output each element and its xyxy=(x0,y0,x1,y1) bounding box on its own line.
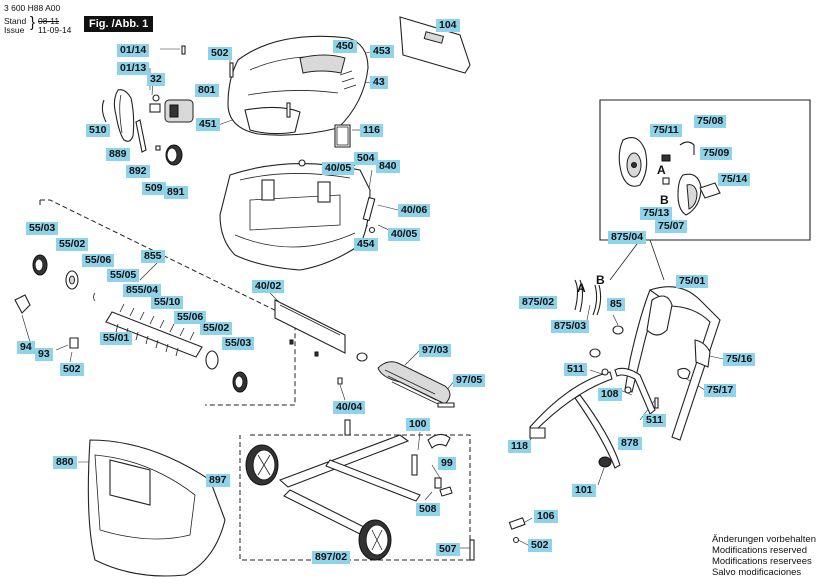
label-75-07: 75/07 xyxy=(655,220,688,233)
stand-label: Stand xyxy=(4,16,27,26)
label-55-10: 55/10 xyxy=(151,296,184,309)
brace: } xyxy=(30,14,36,31)
label-55-06-top: 55/06 xyxy=(82,254,115,267)
motor-group xyxy=(101,45,194,166)
note-es: Salvo modificaciones xyxy=(711,567,802,578)
label-897: 897 xyxy=(206,474,230,487)
letter-b-inset: B xyxy=(660,193,669,207)
label-897-02: 897/02 xyxy=(312,551,351,564)
label-55-02-bottom: 55/02 xyxy=(200,322,233,335)
rear-roller-group xyxy=(274,299,455,408)
label-450: 450 xyxy=(333,40,357,53)
label-43: 43 xyxy=(370,76,388,89)
label-40-02: 40/02 xyxy=(252,280,285,293)
label-01-13: 01/13 xyxy=(117,62,150,75)
letter-b-cable: B xyxy=(596,273,605,287)
grass-box xyxy=(87,439,226,577)
label-32: 32 xyxy=(147,73,165,86)
label-855: 855 xyxy=(141,250,165,263)
label-75-16: 75/16 xyxy=(723,353,756,366)
label-75-17: 75/17 xyxy=(704,384,737,397)
label-509: 509 xyxy=(142,182,166,195)
modification-notes: Änderungen vorbehalten Modifications res… xyxy=(712,534,816,578)
label-97-03: 97/03 xyxy=(419,344,452,357)
label-875-02: 875/02 xyxy=(519,296,558,309)
letter-a-inset: A xyxy=(657,163,666,177)
label-502-right: 502 xyxy=(528,539,552,552)
label-75-09: 75/09 xyxy=(700,147,733,160)
label-891: 891 xyxy=(164,186,188,199)
label-97-05: 97/05 xyxy=(453,374,486,387)
label-55-01: 55/01 xyxy=(100,332,133,345)
label-502-top: 502 xyxy=(208,47,232,60)
label-510: 510 xyxy=(86,124,110,137)
label-94: 94 xyxy=(17,341,35,354)
label-100: 100 xyxy=(406,418,430,431)
note-fr: Modifications reservees xyxy=(711,556,812,567)
label-507: 507 xyxy=(436,543,460,556)
issue-date: 11-09-14 xyxy=(38,25,72,35)
label-55-03-bottom: 55/03 xyxy=(222,337,255,350)
label-99: 99 xyxy=(438,457,456,470)
deck-chassis xyxy=(219,159,376,271)
label-75-01: 75/01 xyxy=(676,275,709,288)
axle-frame xyxy=(239,419,475,561)
label-855-04: 855/04 xyxy=(123,284,162,297)
note-en: Modifications reserved xyxy=(711,545,807,556)
housing-cover xyxy=(227,16,471,148)
label-892: 892 xyxy=(126,165,150,178)
issue-label: Issue xyxy=(4,25,25,35)
roller-frame xyxy=(14,199,296,406)
switch-inset xyxy=(599,99,811,281)
label-453: 453 xyxy=(370,45,394,58)
label-55-03-top: 55/03 xyxy=(26,222,59,235)
figure-tag: Fig. /Abb. 1 xyxy=(84,16,154,32)
label-75-14: 75/14 xyxy=(718,173,751,186)
label-875-04: 875/04 xyxy=(608,231,647,244)
label-116: 116 xyxy=(360,124,383,137)
label-40-06: 40/06 xyxy=(398,204,431,217)
label-75-13: 75/13 xyxy=(640,207,673,220)
label-504: 504 xyxy=(354,152,378,165)
label-451: 451 xyxy=(196,118,220,131)
label-889: 889 xyxy=(106,148,130,161)
label-101: 101 xyxy=(572,484,596,497)
label-75-11: 75/11 xyxy=(650,124,682,137)
label-40-04: 40/04 xyxy=(333,401,366,414)
label-85: 85 xyxy=(607,298,625,311)
label-01-14: 01/14 xyxy=(117,44,150,57)
label-104: 104 xyxy=(436,19,460,32)
label-93: 93 xyxy=(35,348,53,361)
label-108: 108 xyxy=(598,388,622,401)
label-502-left: 502 xyxy=(60,363,84,376)
letter-a-cable: A xyxy=(577,281,586,295)
label-511-right: 511 xyxy=(643,414,666,427)
label-40-05-lower: 40/05 xyxy=(388,228,421,241)
label-840: 840 xyxy=(376,160,400,173)
label-106: 106 xyxy=(534,510,558,523)
label-878: 878 xyxy=(618,437,642,450)
old-date: 08-11 xyxy=(38,16,60,26)
label-454: 454 xyxy=(354,238,378,251)
label-55-05: 55/05 xyxy=(107,269,140,282)
label-55-02-top: 55/02 xyxy=(56,238,89,251)
label-880: 880 xyxy=(53,456,77,469)
label-40-05-upper: 40/05 xyxy=(322,162,355,175)
label-75-08: 75/08 xyxy=(694,115,727,128)
label-508: 508 xyxy=(416,503,440,516)
note-de: Änderungen vorbehalten xyxy=(711,534,816,545)
label-511-left: 511 xyxy=(564,363,587,376)
label-801: 801 xyxy=(195,84,219,97)
label-55-06-bottom: 55/06 xyxy=(174,311,207,324)
label-118: 118 xyxy=(508,440,531,453)
doc-number: 3 600 H88 A00 xyxy=(4,3,61,13)
label-875-03: 875/03 xyxy=(551,320,590,333)
handle-assembly xyxy=(508,279,721,544)
